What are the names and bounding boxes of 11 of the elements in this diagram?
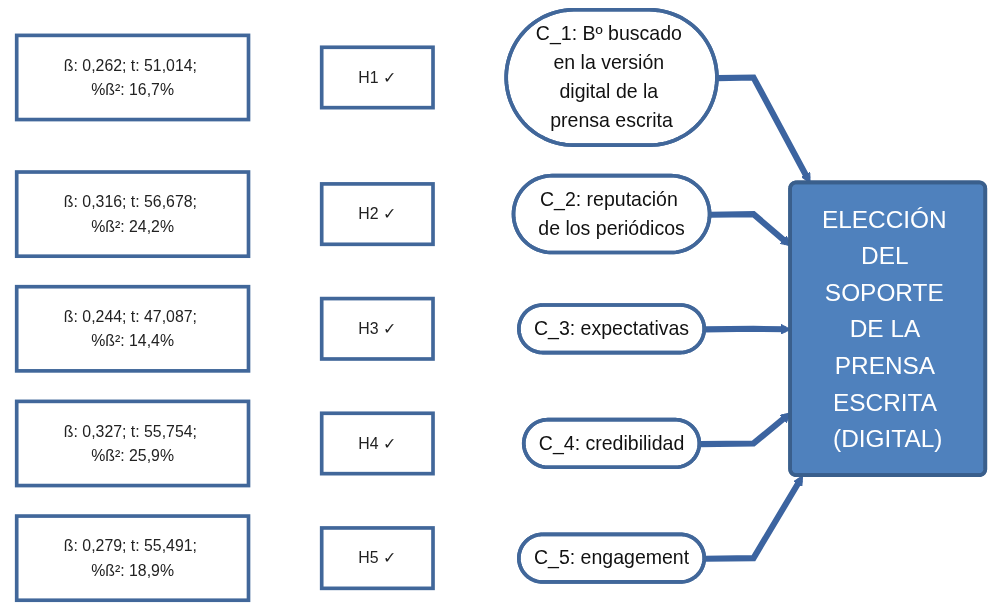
node-box: H1 ✓ <box>319 45 435 110</box>
node-box: ß: 0,279; t: 55,491; %ß²: 18,9% <box>14 514 251 603</box>
node-box: H4 ✓ <box>319 411 435 476</box>
node-box: ß: 0,327; t: 55,754; %ß²: 25,9% <box>14 399 251 488</box>
node-box: H2 ✓ <box>319 182 435 247</box>
node-box: ß: 0,244; t: 47,087; %ß²: 14,4% <box>14 284 251 373</box>
node-box: ß: 0,262; t: 51,014; %ß²: 16,7% <box>14 33 251 122</box>
node-box: H3 ✓ <box>319 296 435 361</box>
node-box: ß: 0,316; t: 56,678; %ß²: 24,2% <box>14 170 251 259</box>
arrow <box>704 475 804 562</box>
node-box: H5 ✓ <box>319 526 435 591</box>
